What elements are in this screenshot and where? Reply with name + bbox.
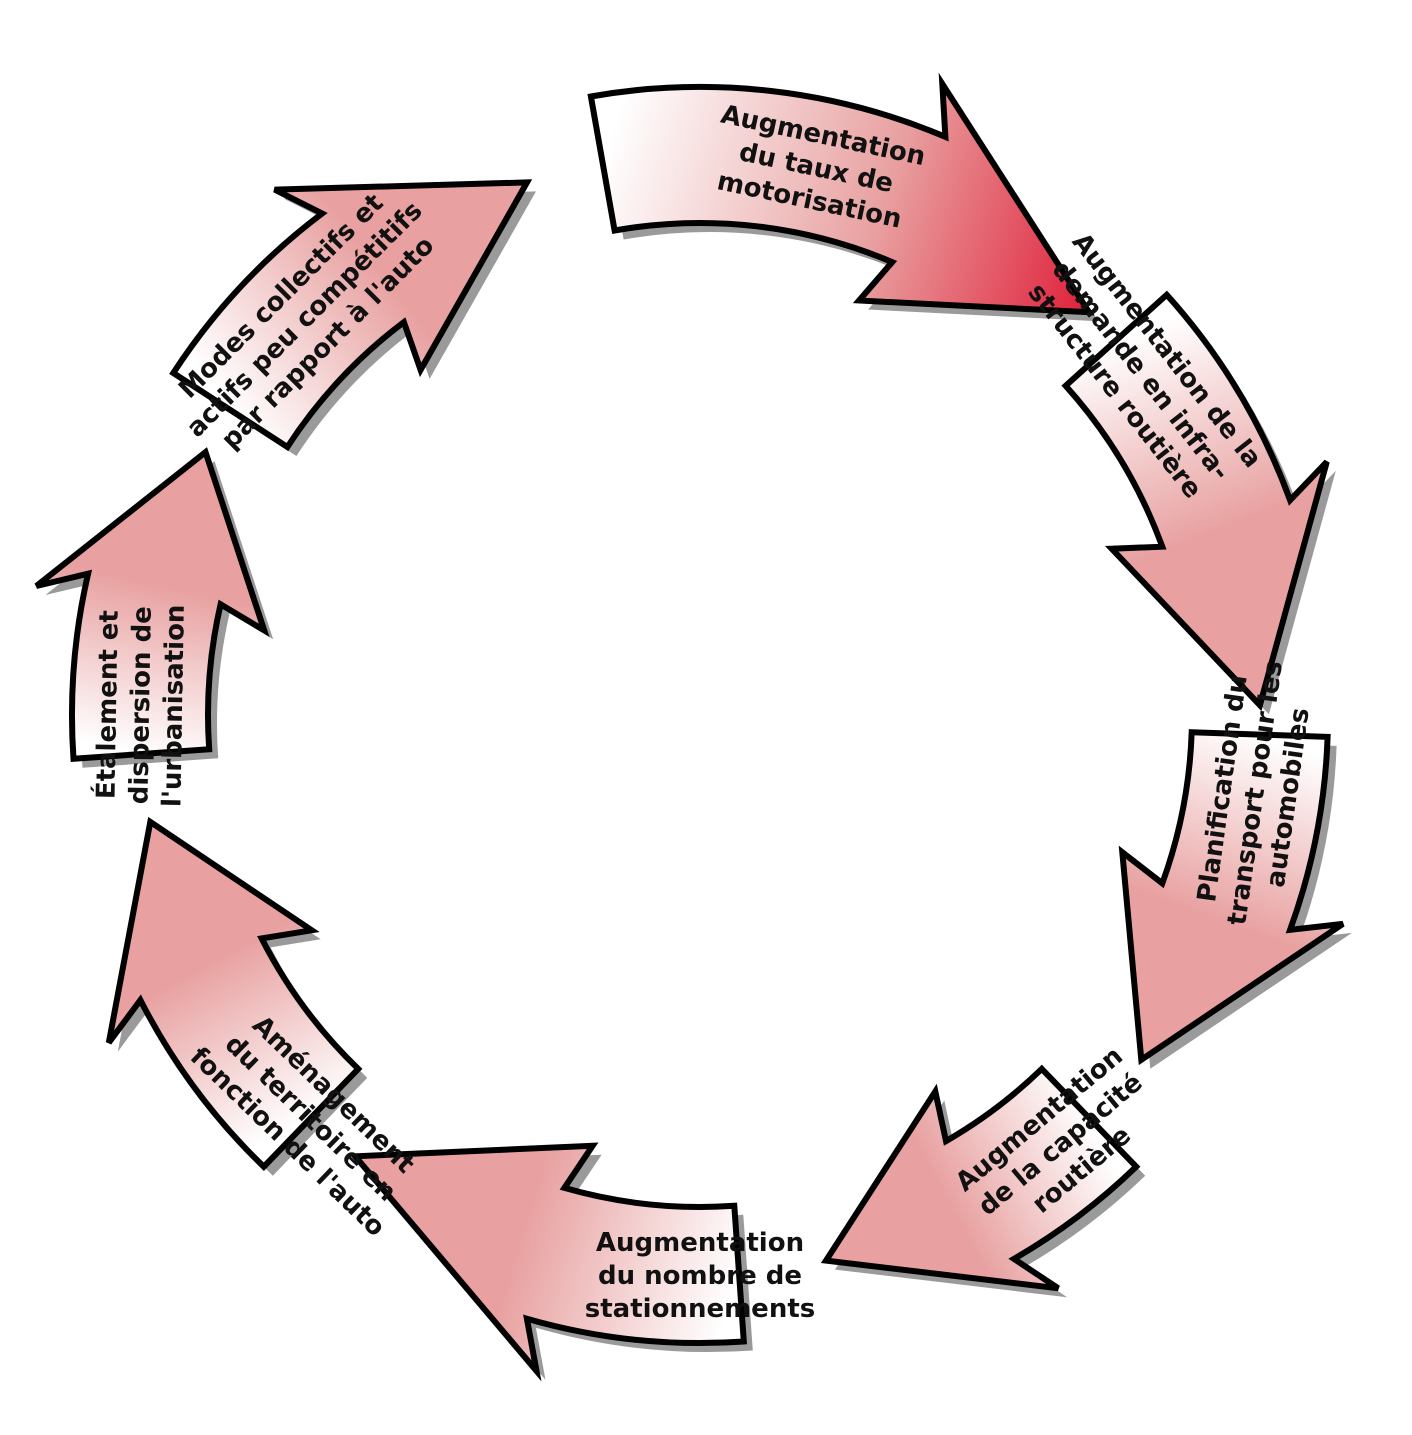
- cycle-label: Étalement etdispersion del'urbanisation: [89, 603, 191, 807]
- cycle-arrow: [105, 816, 363, 1171]
- cycle-step-planification: Planification dutransport pour lesautomo…: [1118, 659, 1345, 1066]
- cycle-arrow: [1118, 729, 1345, 1066]
- cycle-step-etalement: Étalement etdispersion del'urbanisation: [34, 447, 270, 807]
- cycle-arrow: [348, 1142, 748, 1382]
- cycle-label-line: dispersion de: [124, 606, 157, 805]
- cycle-arrow: [169, 179, 533, 452]
- cycle-arrow: [1061, 290, 1330, 712]
- cycle-arrow: [34, 447, 270, 763]
- cycle-arrow: [587, 72, 1095, 316]
- cycle-ring: Augmentationdu taux demotorisationAugmen…: [34, 72, 1352, 1382]
- cycle-label-line: stationnements: [585, 1294, 815, 1324]
- cycle-label-line: du nombre de: [598, 1261, 802, 1291]
- cycle-label-line: l'urbanisation: [157, 604, 191, 807]
- ring-band: [72, 87, 1328, 1343]
- cycle-step-motorisation: Augmentationdu taux demotorisation: [587, 72, 1095, 316]
- cycle-arrow: [820, 1064, 1141, 1292]
- cycle-label-line: Augmentation: [596, 1228, 804, 1258]
- cycle-label-line: Étalement et: [89, 610, 124, 800]
